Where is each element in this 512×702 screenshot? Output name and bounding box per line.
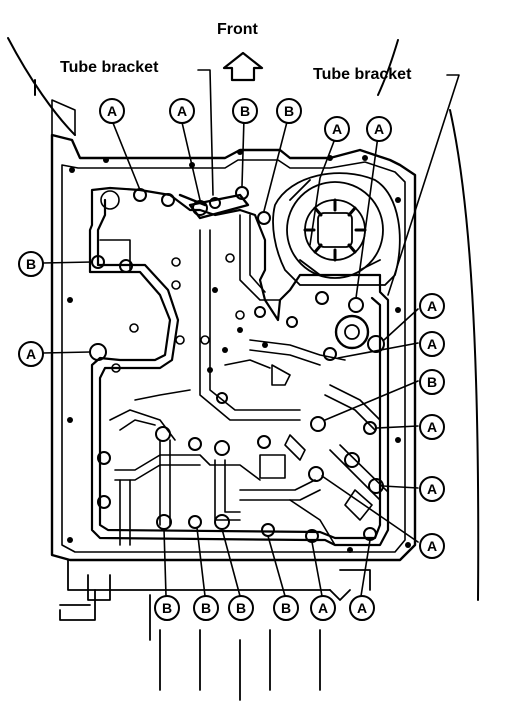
callout-bottom-2: B (193, 595, 219, 621)
lower-housing (59, 559, 371, 701)
tube-bracket-right-leader (387, 74, 460, 296)
tube-bracket-right-label: Tube bracket (313, 66, 412, 83)
callout-left-1: B (18, 251, 44, 277)
tube-bracket-left-leader (197, 69, 214, 196)
front-label: Front (217, 21, 258, 38)
callout-right-3: B (419, 369, 445, 395)
front-arrow-icon (222, 51, 264, 82)
callout-right-6: A (419, 533, 445, 559)
bolt-holes (89, 186, 385, 543)
callout-right-2: A (419, 331, 445, 357)
oil-passages (99, 214, 389, 546)
callout-bottom-3: B (228, 595, 254, 621)
housing-outline-right (377, 39, 399, 96)
tube-bracket-left-label: Tube bracket (60, 59, 159, 76)
callout-top-2: A (169, 98, 195, 124)
callout-top-5: A (324, 116, 350, 142)
callout-top-1: A (99, 98, 125, 124)
housing-outline-right-lower (449, 109, 480, 601)
oil-pan-frame (50, 99, 417, 562)
pump-assembly (272, 172, 401, 286)
callout-top-6: A (366, 116, 392, 142)
solenoid-ring (334, 314, 370, 350)
housing-outline-left (7, 37, 76, 136)
callout-leaders (42, 117, 419, 597)
pan-screw-holes (67, 149, 411, 553)
callout-right-5: A (419, 476, 445, 502)
callout-bottom-6: A (349, 595, 375, 621)
callout-bottom-1: B (154, 595, 180, 621)
callout-bottom-5: A (310, 595, 336, 621)
callout-top-3: B (232, 98, 258, 124)
callout-bottom-4: B (273, 595, 299, 621)
callout-right-1: A (419, 293, 445, 319)
callout-left-2: A (18, 341, 44, 367)
callout-right-4: A (419, 414, 445, 440)
callout-top-4: B (276, 98, 302, 124)
